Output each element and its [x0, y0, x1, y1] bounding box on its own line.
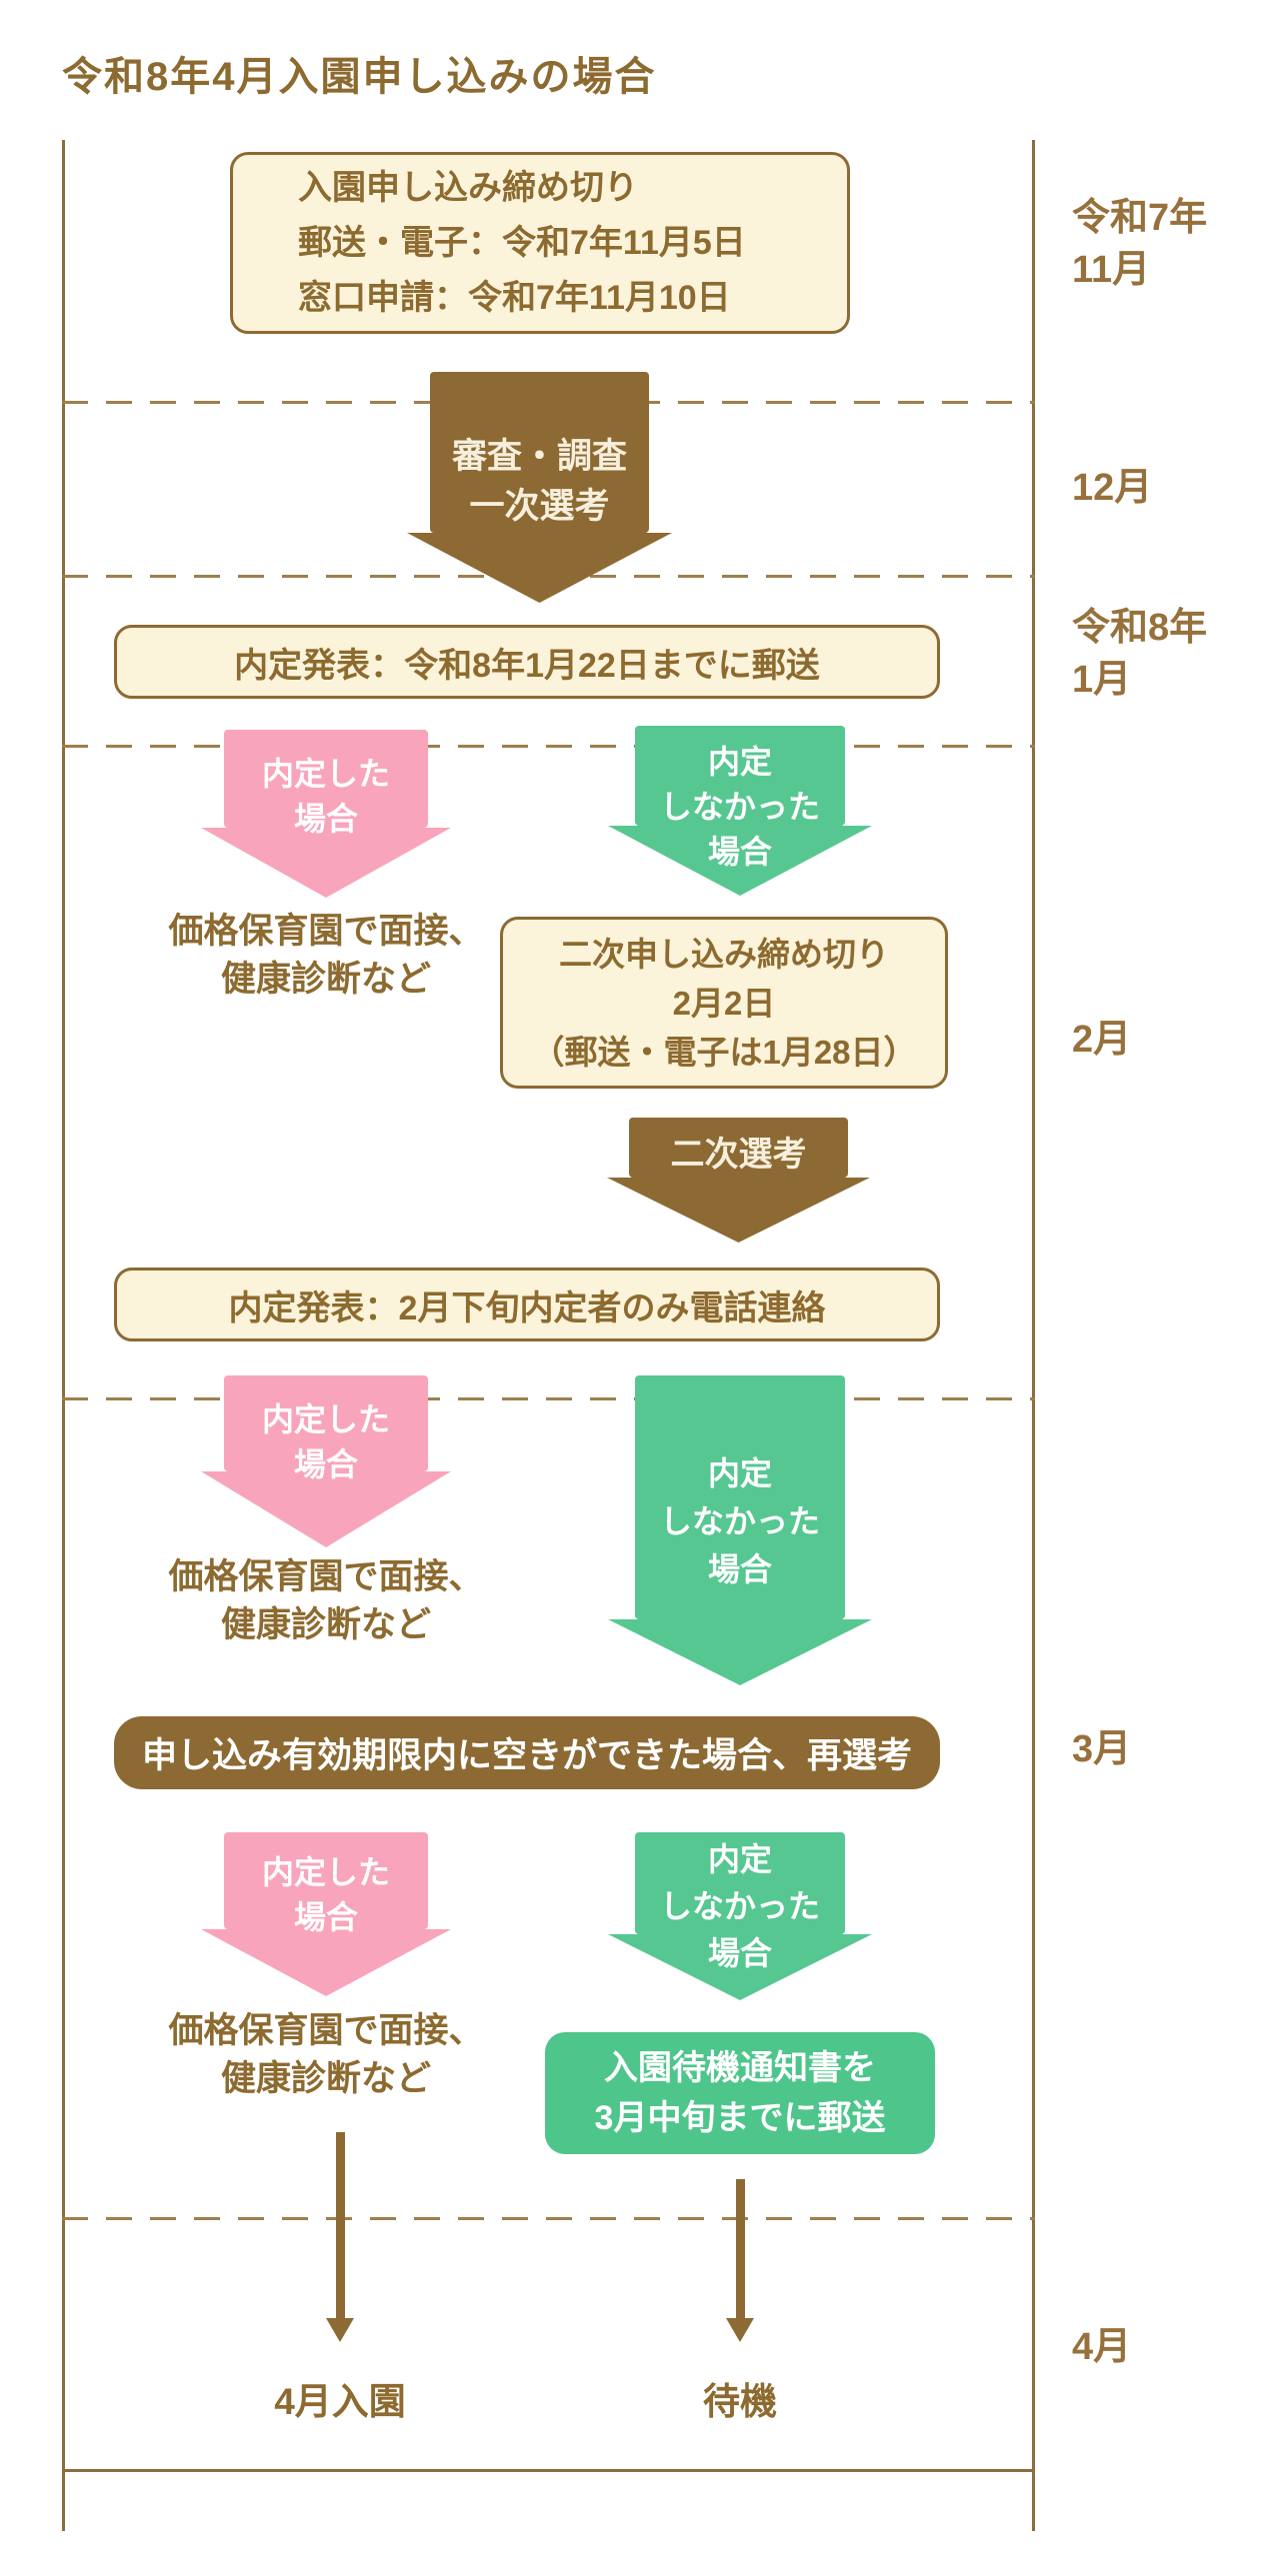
arrow-body — [635, 726, 845, 826]
outcome-waiting: 待機 — [703, 2381, 777, 2422]
accepted-arrow-3: 内定した 場合 — [201, 1832, 451, 1996]
arrow-body — [635, 1375, 845, 1619]
arrow-body — [224, 1375, 428, 1471]
second-screening-arrow: 二次選考 — [607, 1118, 870, 1243]
not-accepted-arrow-1: 内定 しなかった 場合 — [608, 726, 872, 896]
interview-note-2: 価格保育園で面接、 健康診断など — [168, 1557, 484, 1644]
arrow-body — [430, 372, 649, 533]
month-divider-mar-apr — [62, 2217, 1035, 2220]
arrow-body — [224, 1832, 428, 1929]
first-screening-arrow: 審査・調査 一次選考 — [407, 372, 672, 603]
arrow-body — [635, 1832, 845, 1934]
timeline-left-border — [62, 140, 65, 2531]
month-divider-feb-mar — [62, 1397, 1035, 1400]
second-result-box: 内定発表：2月下旬内定者のみ電話連絡 — [114, 1268, 940, 1341]
not-accepted-arrow-2: 内定 しなかった 場合 — [608, 1375, 872, 1685]
arrow-body — [224, 730, 428, 828]
first-result-box: 内定発表：令和8年1月22日までに郵送 — [114, 625, 940, 699]
timeline-bottom-border — [62, 2469, 1035, 2472]
month-label-february: 2月 — [1072, 1019, 1132, 1061]
application-deadline-box: 入園申し込み締め切り 郵送・電子：令和7年11月5日 窓口申請：令和7年11月1… — [230, 152, 850, 334]
arrow-head — [326, 2318, 354, 2342]
month-label-march: 3月 — [1072, 1728, 1132, 1770]
month-label-april: 4月 — [1072, 2326, 1132, 2368]
interview-note-3: 価格保育園で面接、 健康診断など — [168, 2011, 484, 2098]
waiting-connector-arrow — [726, 2179, 754, 2342]
accepted-arrow-2: 内定した 場合 — [201, 1375, 451, 1547]
accepted-arrow-1: 内定した 場合 — [201, 730, 451, 898]
arrow-head — [726, 2318, 754, 2342]
month-divider-jan-feb — [62, 745, 1035, 748]
reselection-box: 申し込み有効期限内に空きができた場合、再選考 — [114, 1716, 940, 1789]
arrow-body — [629, 1118, 848, 1178]
entry-connector-arrow — [326, 2132, 354, 2342]
page-title: 令和8年4月入園申し込みの場合 — [62, 55, 657, 99]
not-accepted-arrow-3: 内定 しなかった 場合 — [608, 1832, 872, 2000]
month-label-december: 12月 — [1072, 467, 1153, 509]
month-label-reiwa7-november: 令和7年 11月 — [1072, 197, 1208, 291]
month-label-reiwa8-january: 令和8年 1月 — [1072, 607, 1208, 701]
timeline-right-border — [1032, 140, 1035, 2531]
interview-note-1: 価格保育園で面接、 健康診断など — [168, 912, 484, 999]
outcome-april-entry: 4月入園 — [274, 2381, 406, 2422]
second-deadline-box: 二次申し込み締め切り 2月2日 （郵送・電子は1月28日） — [500, 917, 948, 1089]
waiting-notice-box: 入園待機通知書を 3月中旬までに郵送 — [545, 2032, 935, 2154]
